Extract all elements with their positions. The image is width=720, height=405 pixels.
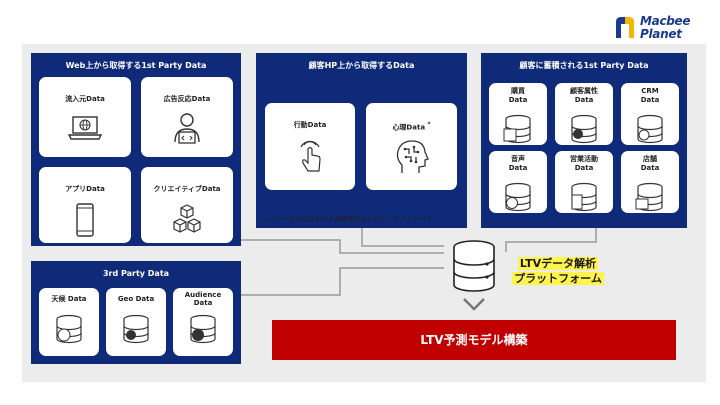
third-panel-title: 3rd Party Data <box>102 269 170 278</box>
hp-data-panel: 顧客HP上から取得するData 行動Data 心理Data * <box>256 53 467 228</box>
down-chevron-icon <box>463 298 485 311</box>
psychology-asterisk: * <box>427 122 431 128</box>
card-inflow-data: 流入元Data <box>39 77 131 157</box>
macbee-planet-logo: Macbee Planet <box>612 14 712 42</box>
third-card-line2: Data <box>193 299 213 307</box>
card-psychology-data: 心理Data * <box>366 103 457 190</box>
voice-db-icon <box>505 182 531 212</box>
web-panel-title: Web上から取得する1st Party Data <box>65 61 207 70</box>
crm-db-icon <box>637 114 663 144</box>
card-third-0: 天候 Data <box>39 288 99 356</box>
smartphone-icon <box>76 203 94 237</box>
card-ad-response-data: 広告反応Data <box>141 77 233 157</box>
touch-hand-icon <box>300 140 321 172</box>
card-behavior-data: 行動Data <box>265 103 355 190</box>
sales-db-icon <box>571 182 597 212</box>
geo-db-icon <box>123 314 149 344</box>
stored-card-line1: CRM <box>641 87 659 95</box>
web-data-panel: Web上から取得する1st Party Data 流入元Data 広告反応Dat… <box>31 53 241 246</box>
stored-card-line1: 購買 <box>511 87 525 95</box>
platform-line2: プラットフォーム <box>512 272 604 285</box>
stored-card-line2: Data <box>574 96 594 104</box>
laptop-globe-icon <box>67 116 103 140</box>
stored-card-line1: 音声 <box>511 155 525 163</box>
stored-card-line2: Data <box>574 164 594 172</box>
logo-mark-icon <box>616 17 634 38</box>
platform-database-icon <box>453 240 495 292</box>
hp-panel-title: 顧客HP上から取得するData <box>308 61 415 70</box>
stored-panel-title: 顧客に蓄積される1st Party Data <box>519 61 649 70</box>
stored-card-line1: 顧客属性 <box>570 87 598 95</box>
brain-head-icon <box>396 140 429 173</box>
connector-third <box>240 267 444 296</box>
purchase-db-icon <box>503 114 531 144</box>
cubes-icon <box>173 204 201 233</box>
store-db-icon <box>635 182 663 212</box>
stored-card-line2: Data <box>508 96 528 104</box>
logo-line1: Macbee <box>640 14 691 28</box>
logo-line2: Planet <box>640 27 682 41</box>
connector-stored <box>505 228 597 252</box>
psychology-footnote: * ユーザーが自ら提供する趣味嗜好などのインサイトデータ <box>258 215 433 223</box>
third-card-line1: 天候 Data <box>51 295 87 303</box>
ltv-model-result: LTV予測モデル構築 <box>272 320 676 360</box>
card-app-data: アプリData <box>39 167 131 243</box>
stored-card-line2: Data <box>640 164 660 172</box>
stored-card-line1: 店舗 <box>643 155 657 163</box>
attributes-db-icon <box>571 114 597 144</box>
third-card-line1: Geo Data <box>117 295 155 303</box>
stored-card-line1: 営業活動 <box>570 155 598 163</box>
platform-line1: LTVデータ解析 <box>517 257 599 270</box>
third-card-line1: Audience <box>184 291 222 299</box>
stored-card-line2: Data <box>508 164 528 172</box>
person-laptop-icon <box>174 113 200 144</box>
connector-web <box>240 239 444 254</box>
card-third-1: Geo Data <box>106 288 166 356</box>
ltv-platform-label: LTVデータ解析 プラットフォーム <box>498 256 618 286</box>
stored-card-line2: Data <box>640 96 660 104</box>
audience-db-icon <box>190 314 216 344</box>
card-creative-data: クリエイティブData <box>141 167 233 243</box>
weather-db-icon <box>56 314 82 344</box>
